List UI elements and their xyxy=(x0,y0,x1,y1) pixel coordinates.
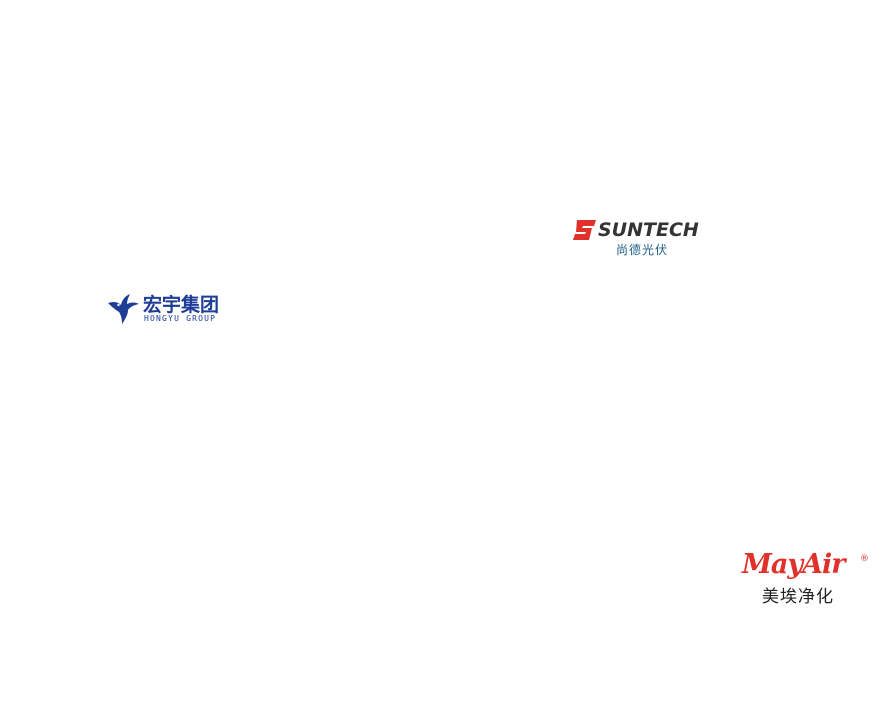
registered-mark: ® xyxy=(860,554,869,564)
bird-icon xyxy=(108,294,139,324)
suntech-name-cn: 尚德光伏 xyxy=(616,243,669,257)
suntech-s-icon xyxy=(573,220,596,240)
suntech-name-en: SUNTECH xyxy=(598,219,699,241)
suntech-logo: SUNTECH 尚德光伏 xyxy=(573,218,705,262)
hongyu-group-logo: 宏宇集团 HONGYU GROUP xyxy=(106,293,241,327)
hongyu-name-en: HONGYU GROUP xyxy=(144,314,217,323)
hongyu-name-cn: 宏宇集团 xyxy=(143,294,220,316)
mayair-logo: MayAir ® 美埃净化 xyxy=(740,549,872,610)
mayair-name-cn: 美埃净化 xyxy=(762,587,834,607)
mayair-name-en: MayAir xyxy=(742,549,846,580)
